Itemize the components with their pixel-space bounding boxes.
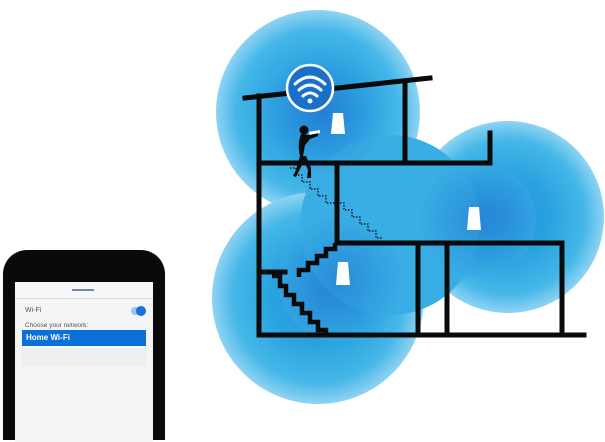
mesh-coverage-illustration	[212, 10, 604, 404]
staircase	[272, 243, 338, 335]
phone-screen: Wi-Fi Choose your network: Home Wi-Fi	[15, 282, 153, 442]
choose-network-label: Choose your network:	[25, 322, 89, 329]
router-node-icon	[467, 207, 481, 230]
wifi-label: Wi-Fi	[25, 307, 42, 314]
person-with-tablet-icon	[293, 125, 321, 178]
wifi-icon	[285, 63, 335, 113]
router-node-icon	[336, 262, 350, 285]
wifi-toggle[interactable]	[131, 306, 146, 316]
drag-handle[interactable]	[72, 289, 94, 291]
coverage-area	[212, 10, 604, 404]
network-item-home-wifi[interactable]: Home Wi-Fi	[22, 330, 146, 346]
wifi-setting-row: Wi-Fi	[25, 306, 146, 318]
wifi-toggle-knob	[136, 306, 146, 316]
smartphone: Wi-Fi Choose your network: Home Wi-Fi	[3, 250, 165, 442]
house-outline	[242, 75, 587, 338]
router-node-icon	[331, 113, 345, 134]
staircase-dotted	[290, 167, 382, 239]
screen-top-bar	[15, 282, 153, 299]
network-list-empty-slot	[22, 348, 146, 366]
